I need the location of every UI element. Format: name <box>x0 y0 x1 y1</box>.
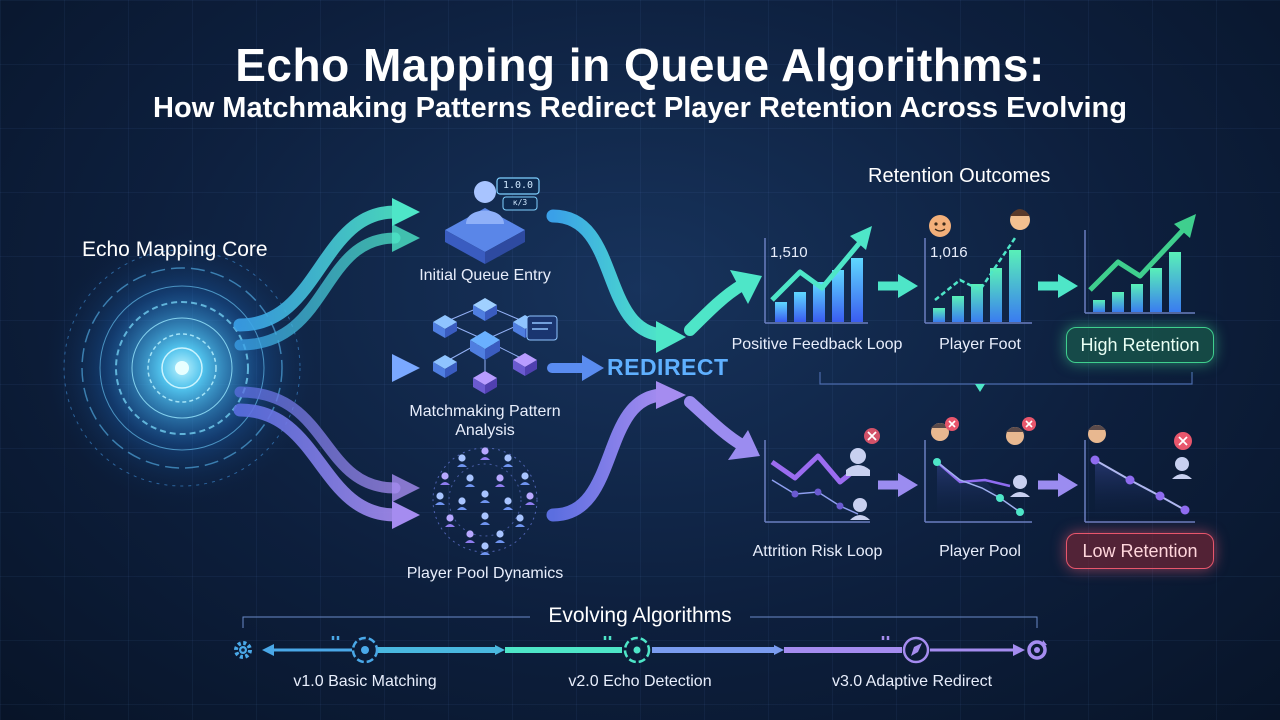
radar-icon <box>603 636 651 664</box>
queue-badge-top: 1.0.0 <box>502 180 534 191</box>
retention-outcomes-title: Retention Outcomes <box>868 165 1051 187</box>
person-head <box>526 492 534 500</box>
person-head <box>458 497 466 505</box>
growth-chart-icon-2 <box>924 209 1032 324</box>
person-body <box>440 482 450 485</box>
decline-chart-icon-1 <box>764 428 880 523</box>
loop-icon <box>1027 640 1047 660</box>
flow-ribbons <box>233 205 402 522</box>
person-body <box>515 524 525 527</box>
person-body <box>503 464 513 467</box>
person-body <box>503 507 513 510</box>
version-label-v1: v1.0 Basic Matching <box>293 673 437 690</box>
person-body <box>480 522 490 525</box>
label-positive-feedback-loop: Positive Feedback Loop <box>731 336 903 353</box>
person-head <box>466 474 474 482</box>
redirect-arrowheads <box>728 270 762 460</box>
page-subtitle: How Matchmaking Patterns Redirect Player… <box>153 92 1127 124</box>
person-body <box>445 524 455 527</box>
person-head <box>496 474 504 482</box>
network-cubes-blocks <box>433 298 558 394</box>
converge-arrowheads <box>582 321 686 409</box>
target-icon <box>331 636 379 664</box>
person-head <box>496 530 504 538</box>
label-player-pool: Player Pool <box>939 543 1021 560</box>
echo-core-label: Echo Mapping Core <box>82 238 268 261</box>
version-label-v3: v3.0 Adaptive Redirect <box>831 673 993 690</box>
person-head <box>521 472 529 480</box>
converge-arrows <box>546 209 669 522</box>
person-body <box>465 540 475 543</box>
decline-chart-icon-2 <box>924 417 1036 523</box>
person-head <box>481 512 489 520</box>
positive-flow-arrows <box>878 274 1078 298</box>
person-body <box>465 484 475 487</box>
people-cluster-icon <box>432 447 538 553</box>
person-head <box>441 472 449 480</box>
person-head <box>481 542 489 550</box>
person-body <box>480 457 490 460</box>
person-head <box>504 497 512 505</box>
label-player-foot: Player Foot <box>939 336 1021 353</box>
stage-label-matchmaking: Matchmaking Pattern Analysis <box>409 403 561 439</box>
stage-label-player-pool: Player Pool Dynamics <box>406 565 564 582</box>
page-title: Echo Mapping in Queue Algorithms: <box>235 39 1045 91</box>
evolving-algorithms-title: Evolving Algorithms <box>548 604 732 627</box>
growth-chart-icon-1 <box>764 226 872 324</box>
redirect-label: REDIRECT <box>607 354 729 380</box>
person-body <box>495 484 505 487</box>
stat-player-foot: 1,016 <box>930 244 968 261</box>
person-body <box>457 464 467 467</box>
high-retention-badge: High Retention <box>1066 327 1214 363</box>
people-cluster-dots <box>435 447 535 555</box>
person-body <box>520 482 530 485</box>
stage-label-initial-queue: Initial Queue Entry <box>419 267 551 284</box>
person-head <box>466 530 474 538</box>
person-body <box>480 552 490 555</box>
person-body <box>525 502 535 505</box>
person-head <box>516 514 524 522</box>
user-laptop-icon <box>445 177 540 264</box>
person-body <box>435 502 445 505</box>
label-attrition-risk-loop: Attrition Risk Loop <box>752 543 883 560</box>
person-head <box>481 447 489 455</box>
queue-badge-bottom: ĸ/3 <box>512 198 528 207</box>
negative-flow-arrows <box>878 473 1078 497</box>
person-body <box>495 540 505 543</box>
person-body <box>480 500 490 503</box>
version-label-v2: v2.0 Echo Detection <box>568 673 712 690</box>
person-head <box>436 492 444 500</box>
network-cubes-icon <box>444 304 526 378</box>
person-head <box>504 454 512 462</box>
person-body <box>457 507 467 510</box>
flow-arrowheads <box>392 198 420 529</box>
growth-chart-icon-3 <box>1084 214 1196 314</box>
gear-icon <box>234 641 252 659</box>
person-head <box>446 514 454 522</box>
compass-icon <box>881 636 930 664</box>
outcome-bracket <box>819 372 1193 392</box>
person-head <box>481 490 489 498</box>
stat-positive-loop: 1,510 <box>770 244 808 261</box>
decline-chart-icon-3 <box>1084 425 1195 523</box>
low-retention-badge: Low Retention <box>1066 533 1214 569</box>
timeline-bracket <box>242 616 1038 628</box>
redirect-arrows <box>684 279 748 451</box>
person-head <box>458 454 466 462</box>
timeline-track <box>262 644 1025 656</box>
